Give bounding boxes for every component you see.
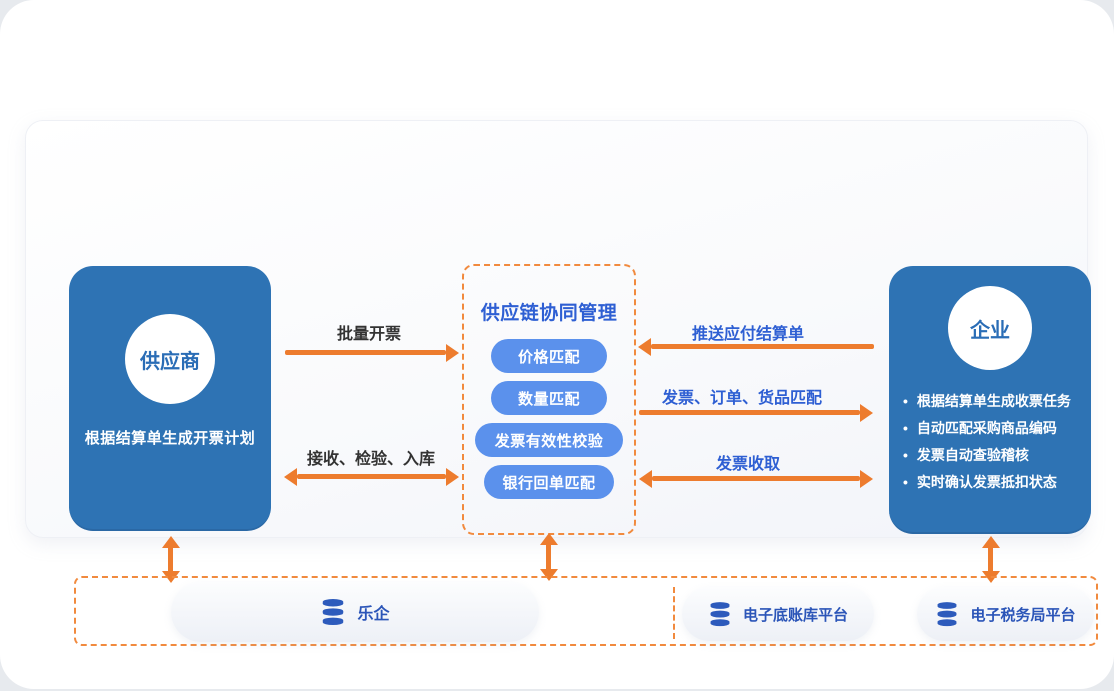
platform-label: 乐企 — [357, 606, 390, 623]
bullet-dot-icon: • — [903, 474, 908, 490]
supplier-node: 供应商 根据结算单生成开票计划 — [69, 266, 271, 531]
platform-label: 电子底账库平台 — [742, 606, 848, 624]
bullet-dot-icon: • — [903, 393, 908, 409]
flow-label-invoice-order-goods-match: 发票、订单、货品匹配 — [661, 390, 823, 407]
bullet-text: 发票自动查验稽核 — [916, 447, 1029, 463]
arrow-supplier-to-center — [285, 350, 446, 355]
platform-zone-divider — [673, 587, 675, 639]
supply-chain-management-node: 供应链协同管理 价格匹配 数量匹配 发票有效性校验 银行回单匹配 — [462, 264, 636, 535]
arrow-enterprise-to-platform — [988, 548, 993, 571]
platform-chip-tax-bureau: 电子税务局平台 — [917, 587, 1094, 641]
bullet-text: 根据结算单生成收票任务 — [916, 393, 1071, 409]
enterprise-circle-label: 企业 — [970, 319, 1010, 342]
platform-chip-ledger-library: 电子底账库平台 — [682, 587, 874, 641]
database-icon — [323, 598, 344, 625]
bullet-text: 实时确认发票抵扣状态 — [916, 474, 1057, 490]
arrow-invoice-collection — [652, 476, 860, 481]
bullet-dot-icon: • — [903, 447, 908, 463]
enterprise-node: 企业 • 根据结算单生成收票任务 • 自动匹配采购商品编码 • 发票自动查验稽核 • 实… — [889, 266, 1091, 534]
database-icon — [710, 601, 730, 626]
arrow-supplier-to-platform — [168, 548, 173, 571]
platform-chip-leqi: 乐企 — [171, 582, 539, 642]
arrow-center-to-platform — [546, 545, 551, 569]
center-box-title: 供应链协同管理 — [480, 303, 618, 324]
arrow-enterprise-to-center — [651, 344, 874, 349]
bullet-dot-icon: • — [903, 420, 908, 436]
arrow-center-to-enterprise — [639, 410, 860, 415]
bullet-item: • 实时确认发票抵扣状态 — [903, 469, 1085, 496]
supplier-circle: 供应商 — [125, 314, 215, 404]
price-match-pill: 价格匹配 — [491, 339, 607, 373]
flow-label-invoice-collection: 发票收取 — [715, 456, 781, 473]
match-pill-list: 价格匹配 数量匹配 发票有效性校验 银行回单匹配 — [464, 339, 634, 499]
arrow-receive-check-store — [297, 474, 446, 479]
platform-label: 电子税务局平台 — [970, 606, 1076, 624]
bullet-item: • 根据结算单生成收票任务 — [903, 388, 1085, 415]
flow-label-receive-check-store: 接收、检验、入库 — [306, 451, 436, 468]
platform-zone — [74, 576, 1098, 646]
flow-label-push-payable-statement: 推送应付结算单 — [691, 326, 805, 343]
bullet-item: • 发票自动查验稽核 — [903, 442, 1085, 469]
database-icon — [938, 601, 957, 626]
quantity-match-pill: 数量匹配 — [491, 381, 607, 415]
diagram-card: 供应商 根据结算单生成开票计划 供应链协同管理 价格匹配 数量匹配 发票有效性校… — [25, 120, 1098, 646]
bullet-text: 自动匹配采购商品编码 — [916, 420, 1057, 436]
supplier-description: 根据结算单生成开票计划 — [84, 430, 256, 447]
supplier-circle-label: 供应商 — [140, 350, 200, 373]
flow-label-batch-invoicing: 批量开票 — [336, 326, 402, 343]
enterprise-circle: 企业 — [948, 286, 1032, 370]
enterprise-bullet-list: • 根据结算单生成收票任务 • 自动匹配采购商品编码 • 发票自动查验稽核 • 实时确认… — [903, 388, 1085, 496]
bullet-item: • 自动匹配采购商品编码 — [903, 415, 1085, 442]
invoice-validity-pill: 发票有效性校验 — [475, 423, 623, 457]
bank-receipt-match-pill: 银行回单匹配 — [484, 465, 614, 499]
